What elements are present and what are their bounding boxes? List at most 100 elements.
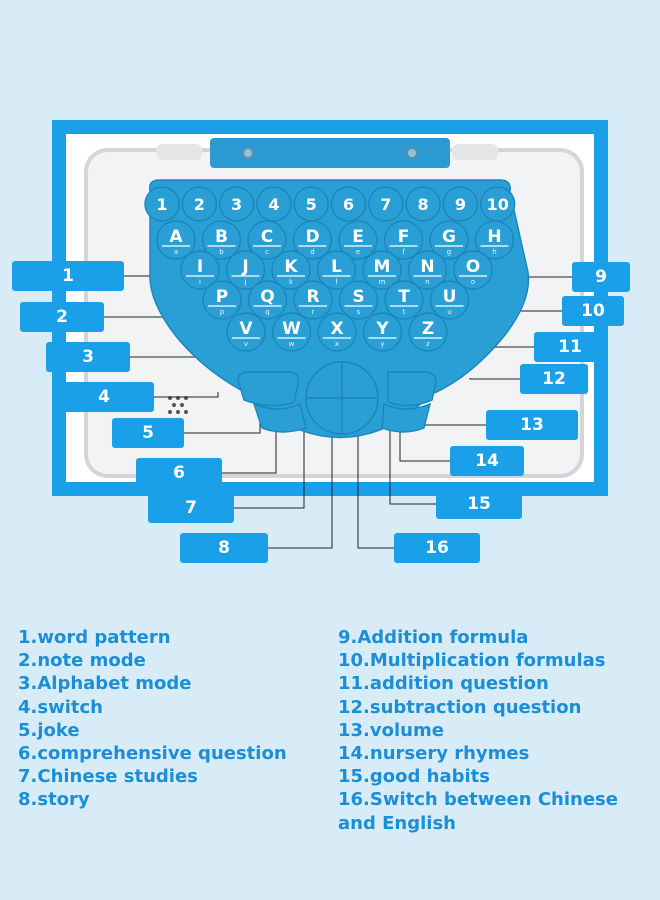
letter-key-lowercase: m (379, 278, 386, 286)
letter-key-label: Y (375, 319, 389, 339)
letter-key-label: E (352, 227, 364, 247)
letter-key-lowercase: d (310, 248, 314, 256)
legend-item: 2.note mode (18, 650, 146, 672)
leader-line (469, 378, 520, 380)
number-key[interactable] (368, 186, 404, 222)
callout-8: 8 (180, 533, 268, 563)
letter-key-label: R (306, 287, 319, 307)
callout-2: 2 (20, 302, 104, 332)
callout-4: 4 (54, 382, 154, 412)
number-key[interactable] (256, 186, 292, 222)
letter-key[interactable] (362, 250, 402, 290)
comprehensive-question-button[interactable] (252, 402, 307, 433)
letter-key-lowercase: u (447, 308, 451, 316)
letter-key-lowercase: p (220, 308, 225, 316)
screw-icon (242, 147, 254, 159)
letter-key-label: F (398, 227, 410, 247)
letter-key-lowercase: o (471, 278, 475, 286)
number-key-label: 8 (418, 195, 429, 214)
callout-9: 9 (572, 262, 630, 292)
letter-key[interactable] (293, 280, 333, 320)
number-key[interactable] (181, 186, 218, 222)
letter-key[interactable] (247, 280, 288, 320)
nursery-rhymes-button[interactable] (305, 397, 343, 435)
letter-key[interactable] (202, 280, 242, 320)
chinese-studies-button[interactable] (305, 361, 343, 399)
story-button[interactable] (341, 361, 379, 399)
joke-button[interactable] (237, 371, 299, 407)
legend-item: 10.Multiplication formulas (338, 650, 606, 672)
letter-key-lowercase: i (199, 278, 201, 286)
letter-key-lowercase: j (244, 278, 247, 286)
letter-key[interactable] (292, 220, 333, 260)
leader-line (154, 392, 219, 398)
legend-item: 13.volume (338, 719, 444, 741)
letter-key-lowercase: y (380, 340, 384, 348)
letter-key[interactable] (338, 280, 379, 320)
letter-key[interactable] (408, 312, 448, 352)
number-key-label: 5 (306, 195, 317, 214)
letter-key[interactable] (338, 220, 378, 260)
letter-key[interactable] (407, 250, 448, 290)
letter-key-label: A (169, 227, 183, 247)
letter-key-label: M (374, 257, 391, 277)
letter-key[interactable] (180, 250, 220, 290)
callout-1: 1 (12, 261, 124, 291)
letter-key[interactable] (362, 312, 403, 352)
letter-key-label: W (282, 319, 301, 339)
letter-key[interactable] (384, 280, 424, 320)
letter-key[interactable] (316, 250, 357, 290)
letter-key[interactable] (383, 220, 424, 260)
legend-right: 9.Addition formula 10.Multiplication for… (338, 626, 658, 835)
letter-key-label: H (487, 227, 501, 247)
letter-key[interactable] (429, 220, 469, 260)
letter-key[interactable] (226, 312, 266, 352)
letter-key[interactable] (225, 250, 266, 290)
letter-key[interactable] (474, 220, 515, 260)
letter-key-label: P (216, 287, 228, 307)
letter-key-lowercase: f (402, 248, 405, 256)
letter-key[interactable] (429, 280, 470, 320)
letter-key[interactable] (453, 250, 493, 290)
callout-6: 6 (136, 458, 222, 488)
callout-5: 5 (112, 418, 184, 448)
letter-key-lowercase: k (289, 278, 294, 286)
letter-key[interactable] (317, 312, 357, 352)
number-key[interactable] (442, 186, 479, 222)
letter-key[interactable] (201, 220, 242, 260)
letter-key[interactable] (271, 250, 311, 290)
letter-key-label: J (241, 257, 248, 277)
number-key-label: 3 (231, 195, 242, 214)
volume-button[interactable] (341, 397, 379, 435)
screw-icon (406, 147, 418, 159)
letter-key-label: K (284, 257, 298, 277)
good-habits-button[interactable] (381, 402, 432, 433)
letter-key-label: X (330, 319, 343, 339)
letter-key[interactable] (247, 220, 287, 260)
switch-chinese-english-button[interactable] (387, 371, 437, 407)
number-key[interactable] (330, 186, 367, 222)
letter-key-label: U (443, 287, 457, 307)
letter-key-lowercase: r (312, 308, 315, 316)
leader-line (268, 395, 333, 549)
legend-item: 8.story (18, 789, 90, 811)
number-key[interactable] (144, 186, 180, 222)
legend-item: 1.word pattern (18, 627, 171, 648)
letter-key-lowercase: x (335, 340, 339, 348)
number-key[interactable] (405, 186, 441, 222)
letter-key-label: S (352, 287, 364, 307)
callout-3: 3 (46, 342, 130, 372)
number-key[interactable] (218, 186, 255, 222)
letter-key-lowercase: b (219, 248, 224, 256)
legend-item: 3.Alphabet mode (18, 673, 192, 695)
letter-key-label: G (442, 227, 456, 247)
left-stand (156, 144, 202, 160)
legend-item: 5.joke (18, 719, 80, 741)
letter-key-label: V (239, 319, 253, 339)
number-key-label: 7 (380, 195, 391, 214)
callout-13: 13 (486, 410, 578, 440)
letter-key[interactable] (271, 312, 312, 352)
letter-key-label: Z (422, 319, 434, 339)
letter-key[interactable] (156, 220, 196, 260)
